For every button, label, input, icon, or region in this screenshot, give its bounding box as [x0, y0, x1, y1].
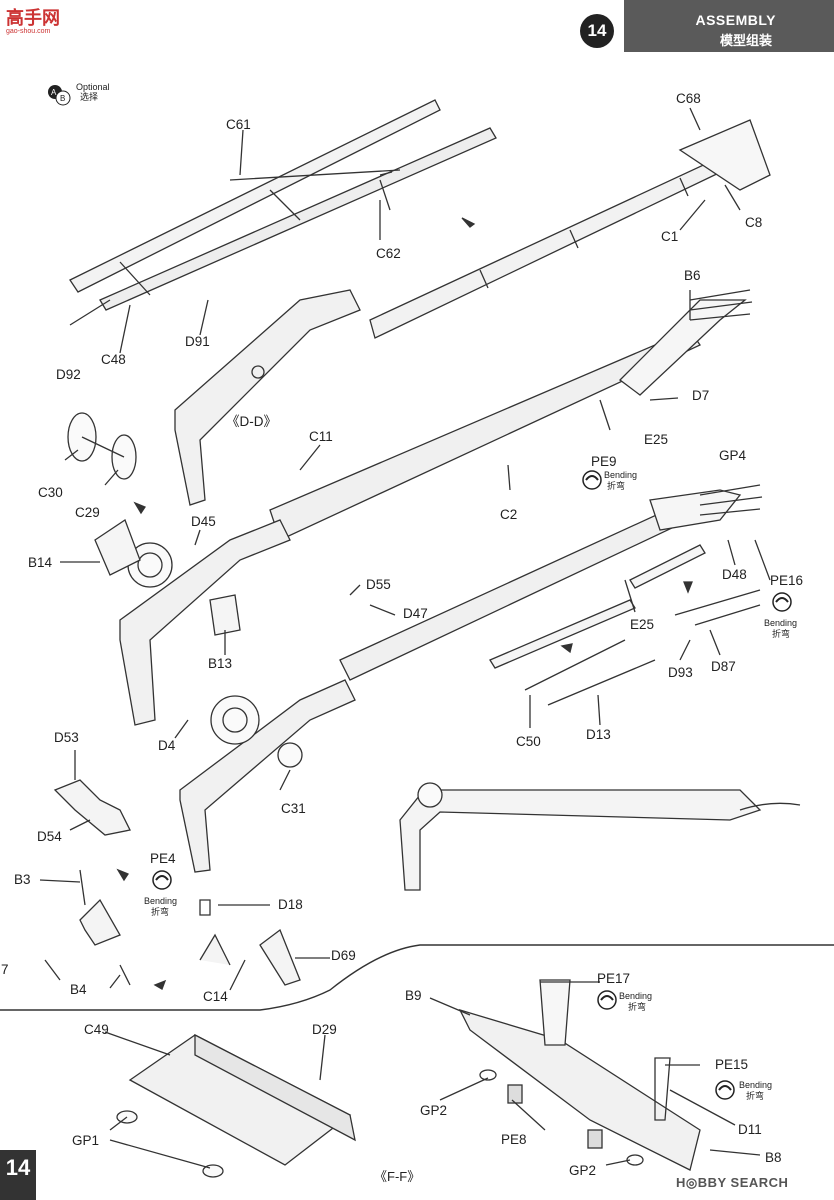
- svg-text:B: B: [60, 94, 65, 103]
- part-label-D93: D93: [668, 665, 693, 680]
- bending-label-cn: 折弯: [746, 1091, 765, 1101]
- part-label-B13: B13: [208, 656, 233, 671]
- bending-label-cn: 折弯: [772, 629, 791, 639]
- bending-icon: [152, 470, 792, 1100]
- brand-watermark: H◎BBY SEARCH: [676, 1175, 789, 1190]
- site-logo-url: gao-shou.com: [6, 28, 51, 35]
- bending-label-en: Bending: [144, 896, 178, 906]
- ab-option-icon: A B: [48, 85, 71, 106]
- part-label-C29: C29: [75, 505, 100, 520]
- part-label-GP2-left: GP2: [420, 1103, 448, 1118]
- part-label-E25-top: E25: [644, 432, 669, 447]
- part-label-D92: D92: [56, 367, 81, 382]
- optional-label-cn: 选择: [80, 92, 99, 102]
- part-label-C62: C62: [376, 246, 401, 261]
- part-label-C2: C2: [500, 507, 518, 522]
- bending-label-en: Bending: [739, 1080, 773, 1090]
- part-label-C61: C61: [226, 117, 251, 132]
- site-logo: 高手网: [6, 8, 60, 28]
- page-number: 14: [0, 1150, 36, 1200]
- part-label-D91: D91: [185, 334, 210, 349]
- bending-label-cn: 折弯: [607, 481, 626, 491]
- part-label-D69: D69: [331, 948, 356, 963]
- part-label-C11: C11: [309, 429, 333, 444]
- part-label-PE8: PE8: [501, 1132, 527, 1147]
- part-label-C48: C48: [101, 352, 126, 367]
- part-label-PE16: PE16: [770, 573, 804, 588]
- section-header: ASSEMBLY 模型组装: [624, 0, 834, 52]
- part-label-D7: D7: [692, 388, 710, 403]
- part-label-C68: C68: [676, 91, 701, 106]
- part-label-D53: D53: [54, 730, 79, 745]
- section-title-cn: 模型组装: [719, 33, 772, 48]
- part-label-C14: C14: [203, 989, 228, 1004]
- bending-label-cn: 折弯: [151, 907, 170, 917]
- view-label-DD: 《D-D》: [226, 414, 277, 429]
- part-label-D45: D45: [191, 514, 216, 529]
- bending-label-en: Bending: [604, 470, 638, 480]
- part-label-C50: C50: [516, 734, 541, 749]
- part-label-D4: D4: [158, 738, 176, 753]
- part-label-PE4: PE4: [150, 851, 176, 866]
- part-label-D18: D18: [278, 897, 303, 912]
- part-label-GP4: GP4: [719, 448, 747, 463]
- bending-label-en: Bending: [619, 991, 653, 1001]
- part-label-B6: B6: [684, 268, 701, 283]
- part-label-C31: C31: [281, 801, 306, 816]
- part-label-D47: D47: [403, 606, 428, 621]
- bending-label-cn: 折弯: [628, 1002, 647, 1012]
- part-label-7: 7: [1, 962, 9, 977]
- part-label-C30: C30: [38, 485, 63, 500]
- view-label-FF: 《F-F》: [374, 1169, 421, 1184]
- part-label-C1: C1: [661, 229, 679, 244]
- part-label-B9: B9: [405, 988, 422, 1003]
- part-label-C49: C49: [84, 1022, 109, 1037]
- part-label-B14: B14: [28, 555, 53, 570]
- part-label-D13: D13: [586, 727, 611, 742]
- part-label-D55: D55: [366, 577, 391, 592]
- part-label-B3: B3: [14, 872, 31, 887]
- part-label-E25-mid: E25: [630, 617, 655, 632]
- part-label-B4: B4: [70, 982, 87, 997]
- part-label-PE9: PE9: [591, 454, 617, 469]
- step-number: 14: [580, 14, 614, 48]
- part-label-GP2-right: GP2: [569, 1163, 597, 1178]
- part-label-D54: D54: [37, 829, 62, 844]
- section-title-en: ASSEMBLY: [695, 12, 776, 28]
- part-label-D11: D11: [738, 1122, 762, 1137]
- part-label-PE15: PE15: [715, 1057, 749, 1072]
- svg-text:A: A: [51, 88, 57, 97]
- part-label-D29: D29: [312, 1022, 337, 1037]
- part-label-C8: C8: [745, 215, 763, 230]
- bending-label-en: Bending: [764, 618, 798, 628]
- part-label-D48: D48: [722, 567, 747, 582]
- part-label-D87: D87: [711, 659, 736, 674]
- part-label-B8: B8: [765, 1150, 782, 1165]
- part-label-PE17: PE17: [597, 971, 631, 986]
- part-label-GP1: GP1: [72, 1133, 100, 1148]
- optional-label-en: Optional: [76, 82, 110, 92]
